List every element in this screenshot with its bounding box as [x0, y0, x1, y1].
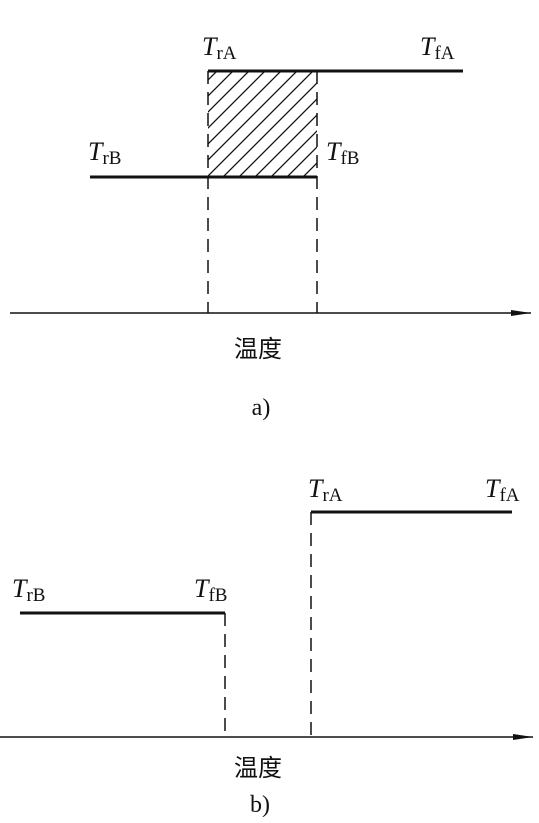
label-tfb: TfB: [194, 574, 227, 606]
overlap-hatched-region: [208, 71, 317, 177]
label-trb: TrB: [12, 574, 45, 606]
caption-a: a): [252, 395, 271, 421]
label-tfa: TfA: [420, 32, 455, 64]
label-tfa: TfA: [485, 474, 520, 506]
diagram-b: TrA TfA TrB TfB 温度 b): [0, 474, 533, 818]
label-trb: TrB: [88, 137, 121, 169]
diagram-a: TrA TfA TrB TfB 温度 a): [10, 32, 531, 421]
caption-b: b): [250, 792, 270, 818]
label-tra: TrA: [202, 32, 237, 64]
axis-title-b: 温度: [234, 754, 282, 782]
axis-title-a: 温度: [234, 335, 282, 363]
label-tra: TrA: [308, 474, 343, 506]
label-tfb: TfB: [326, 137, 359, 169]
